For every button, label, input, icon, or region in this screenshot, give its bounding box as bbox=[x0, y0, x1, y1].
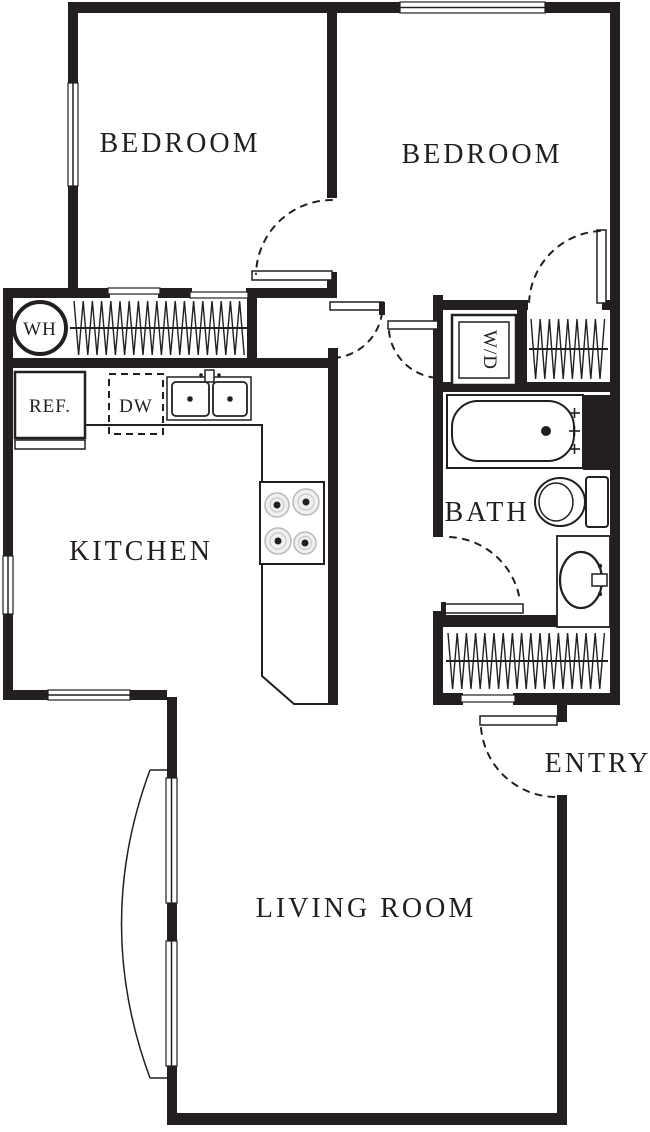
burner bbox=[264, 527, 292, 555]
stove bbox=[259, 481, 325, 565]
wall-bedroom1-south-b bbox=[158, 288, 192, 298]
wall-right-exterior bbox=[610, 2, 620, 705]
washer-dryer: W/D bbox=[450, 313, 518, 387]
wall-bedroom2-closet-bottom bbox=[433, 382, 620, 392]
closet-bedroom1-hanging bbox=[70, 300, 250, 356]
kitchen-fixtures: WH REF. DW bbox=[12, 300, 328, 705]
wall-bedroom1-south-a bbox=[68, 288, 110, 298]
wall-bath-west-upper bbox=[433, 392, 443, 537]
walls bbox=[3, 2, 620, 1125]
wall-bedroom2-south bbox=[433, 300, 528, 310]
toilet bbox=[534, 476, 609, 528]
wall-bedroom2-south-stub bbox=[602, 300, 620, 310]
sliding-closet-doors-bedroom1 bbox=[107, 287, 249, 299]
label-entry: ENTRY bbox=[545, 748, 650, 779]
label-kitchen: KITCHEN bbox=[69, 536, 213, 567]
tub-faucet-ticks bbox=[569, 408, 580, 454]
kitchen-sink bbox=[166, 369, 252, 421]
closets bbox=[70, 300, 608, 690]
door-entry-front bbox=[479, 715, 558, 798]
water-heater: WH bbox=[12, 300, 68, 356]
windows bbox=[2, 1, 546, 1079]
label-bedroom-left: BEDROOM bbox=[99, 128, 260, 159]
label-bedroom-right: BEDROOM bbox=[401, 139, 562, 170]
wall-bath-south bbox=[433, 615, 558, 627]
bath-vanity-sink bbox=[556, 535, 611, 628]
wall-kitchen-bottom-a bbox=[3, 690, 48, 700]
door-bath bbox=[441, 536, 524, 615]
wall-living-left-c bbox=[167, 1066, 177, 1125]
door-bedroom1 bbox=[251, 199, 333, 281]
wall-between-bedrooms-stub bbox=[327, 272, 337, 298]
wall-entry-closet-bottom-a bbox=[433, 693, 463, 705]
wall-entry-hinge-stub bbox=[557, 700, 567, 722]
wall-left-exterior bbox=[3, 288, 13, 700]
wall-wd-closet-west bbox=[433, 295, 443, 392]
closet-bedroom2-hanging bbox=[529, 318, 608, 380]
window-kitchen-left bbox=[2, 555, 14, 615]
wall-closet-bump-top bbox=[3, 288, 78, 298]
tub-drain bbox=[541, 426, 551, 436]
wall-bath-west-lower bbox=[433, 611, 443, 705]
doors bbox=[251, 199, 607, 798]
refrigerator-label: REF. bbox=[29, 396, 71, 417]
washer-dryer-label: W/D bbox=[479, 330, 500, 370]
kitchen-counter bbox=[85, 424, 328, 705]
wall-entry-closet-bottom-b bbox=[513, 693, 620, 705]
wall-tub-plumbing-chunk bbox=[583, 395, 610, 470]
wall-kitchen-right bbox=[328, 348, 338, 705]
burner bbox=[264, 492, 290, 518]
wall-top-exterior bbox=[68, 2, 620, 13]
wall-living-left-a bbox=[167, 697, 177, 780]
bay-window-living bbox=[120, 769, 178, 1079]
wall-between-bedrooms bbox=[327, 2, 337, 198]
door-bedroom2-closet bbox=[528, 229, 607, 305]
room-labels: BEDROOM BEDROOM KITCHEN BATH LIVING ROOM… bbox=[69, 128, 650, 924]
wall-living-left-b bbox=[167, 903, 177, 942]
wall-bedroom1-south-c bbox=[246, 288, 337, 298]
label-bath: BATH bbox=[444, 497, 529, 528]
door-bedroom2 bbox=[329, 301, 385, 359]
window-bedroom2-top bbox=[399, 1, 546, 14]
kitchen-faucet bbox=[204, 369, 215, 383]
window-kitchen-bottom bbox=[47, 689, 131, 701]
bathtub bbox=[446, 394, 584, 469]
wall-closet1-right bbox=[247, 298, 257, 358]
sliding-closet-door-entry bbox=[460, 694, 516, 703]
burner bbox=[292, 488, 320, 516]
refrigerator: REF. bbox=[13, 370, 87, 450]
closet-entry-hanging bbox=[446, 632, 608, 690]
wall-wd-closet-east bbox=[517, 310, 527, 388]
vanity-faucet bbox=[591, 573, 608, 587]
water-heater-label: WH bbox=[23, 319, 57, 340]
bath-fixtures: W/D bbox=[446, 313, 611, 628]
wall-kitchen-bottom-b bbox=[130, 690, 167, 700]
label-living-room: LIVING ROOM bbox=[256, 893, 476, 924]
door-hall bbox=[387, 320, 443, 379]
wall-living-right bbox=[557, 795, 567, 1125]
wall-living-bottom bbox=[167, 1113, 567, 1125]
wall-kitchen-top bbox=[3, 358, 338, 368]
burner bbox=[293, 531, 317, 555]
window-bedroom1-left bbox=[67, 82, 79, 187]
dishwasher-label: DW bbox=[119, 396, 153, 417]
